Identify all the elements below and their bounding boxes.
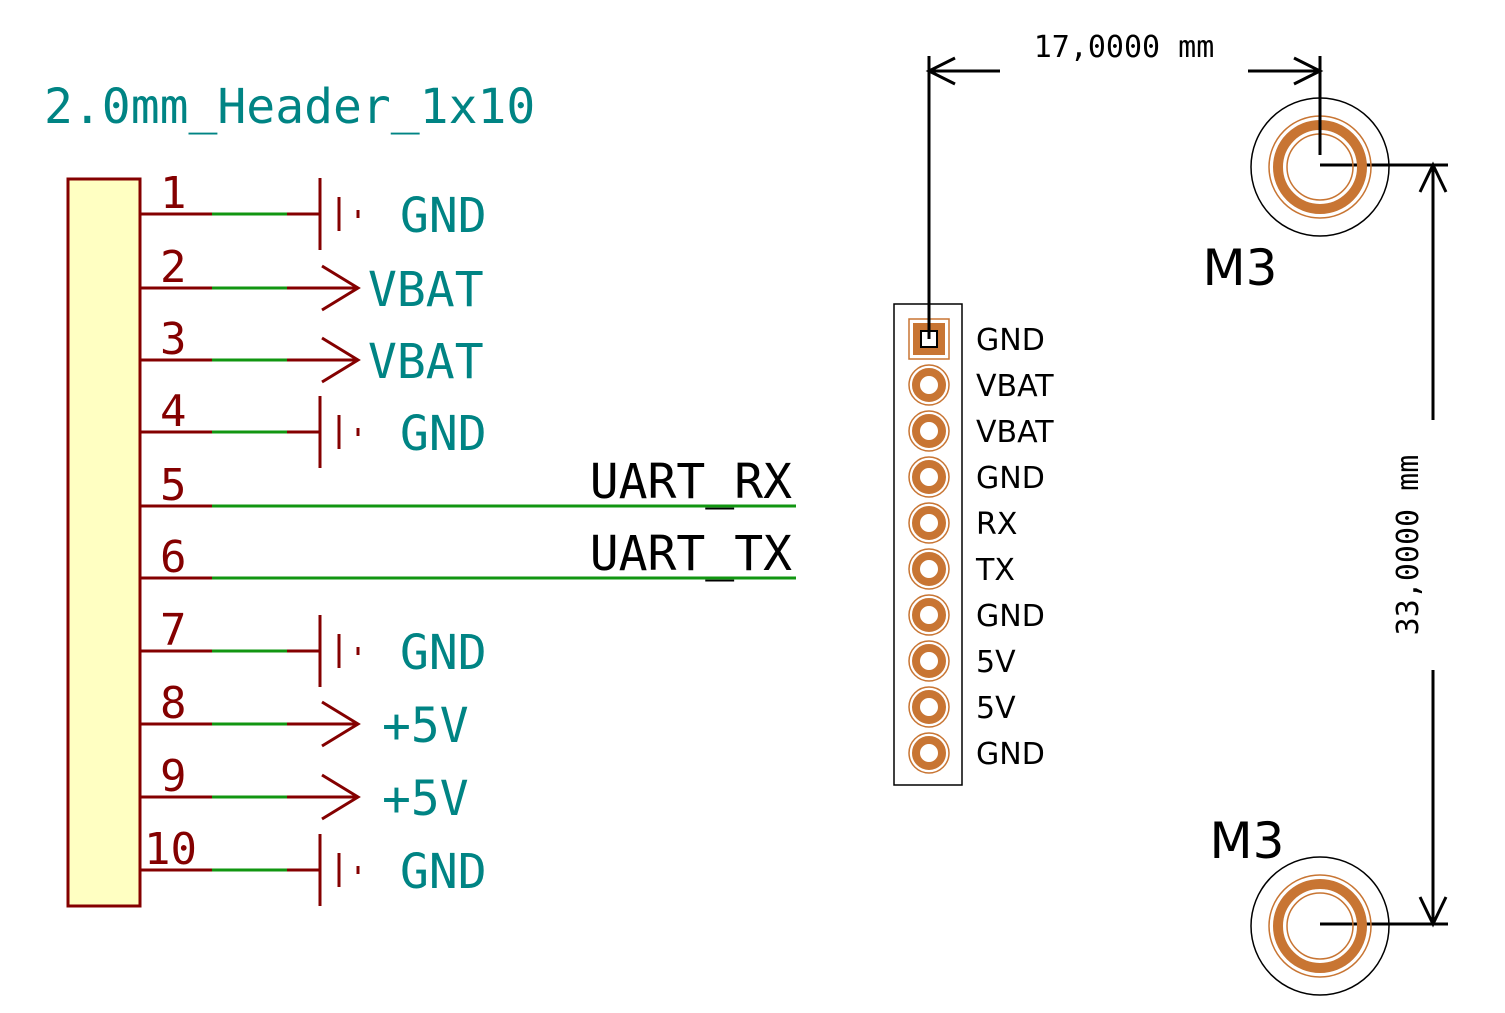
pin-8[interactable]: 8 +5V [140, 678, 469, 754]
pad-outline [908, 456, 950, 498]
power-net-label: VBAT [368, 262, 484, 318]
vertical-dimension[interactable]: 33,0000 mm [1320, 161, 1448, 928]
power-net-label: +5V [382, 771, 469, 827]
pin-number: 2 [160, 242, 187, 293]
mounting-hole-label: M3 [1210, 812, 1285, 870]
pin-number: 9 [160, 751, 187, 802]
mounting-hole[interactable]: M3 [1210, 812, 1390, 996]
footprint-pad[interactable]: VBAT [908, 364, 1054, 406]
arrowhead-left-icon [925, 56, 956, 86]
mounting-hole[interactable]: M3 [1203, 97, 1390, 297]
horizontal-dimension-label: 17,0000 mm [1034, 30, 1215, 65]
power-net-label: VBAT [368, 334, 484, 390]
round-pad [912, 460, 946, 494]
net-label: GND [400, 188, 487, 244]
ground-symbol-icon [287, 178, 360, 250]
pin-9[interactable]: 9 +5V [140, 751, 469, 827]
net-label: GND [400, 625, 487, 681]
horizontal-dimension[interactable]: 17,0000 mm [925, 30, 1324, 339]
pin-number: 1 [160, 168, 187, 219]
round-pad [912, 644, 946, 678]
pin-number: 5 [160, 460, 187, 511]
pad-outline [908, 732, 950, 774]
round-pad [912, 414, 946, 448]
footprint-pad[interactable]: GND [908, 456, 1045, 498]
copper-ring-outer [1268, 874, 1372, 978]
ground-symbol-icon [287, 396, 360, 468]
pad-label: TX [975, 553, 1015, 588]
footprint-pad[interactable]: GND [908, 594, 1045, 636]
footprint-pad[interactable]: TX [908, 548, 1015, 590]
round-pad [912, 368, 946, 402]
footprint-pad[interactable]: GND [908, 732, 1045, 774]
pad-label: 5V [976, 691, 1016, 726]
pin-7[interactable]: 7 GND [140, 605, 487, 687]
pad-label: GND [976, 737, 1045, 772]
vertical-dimension-label: 33,0000 mm [1391, 455, 1426, 636]
power-arrow-icon [287, 773, 361, 821]
pad-outline [908, 548, 950, 590]
pad-outline [908, 594, 950, 636]
pin-3[interactable]: 3 VBAT [140, 314, 484, 390]
pad-label: GND [976, 323, 1045, 358]
footprint-pad[interactable]: RX [908, 502, 1017, 544]
net-label: UART_RX [590, 454, 792, 510]
pad-label: 5V [976, 645, 1016, 680]
pad-outline [908, 364, 950, 406]
pad-outline [908, 410, 950, 452]
pin-number: 4 [160, 386, 187, 437]
power-net-label: +5V [382, 698, 469, 754]
power-arrow-icon [287, 264, 361, 312]
ground-symbol-icon [287, 834, 360, 906]
pin-2[interactable]: 2 VBAT [140, 242, 484, 318]
footprint-outline [893, 303, 963, 786]
round-pad [912, 690, 946, 724]
pin-number: 10 [144, 824, 197, 875]
pin-4[interactable]: 4 GND [140, 386, 487, 468]
footprint-pad[interactable]: 5V [908, 686, 1016, 728]
net-label: GND [400, 406, 487, 462]
power-arrow-icon [287, 336, 361, 384]
round-pad [912, 598, 946, 632]
round-pad [912, 736, 946, 770]
ground-symbol-icon [287, 615, 360, 687]
pin-5[interactable]: 5 UART_RX [140, 454, 796, 511]
pin-10[interactable]: 10 GND [140, 824, 487, 906]
pin-number: 7 [160, 605, 187, 656]
arrowhead-up-icon [1418, 161, 1448, 193]
mounting-hole-label: M3 [1203, 239, 1278, 297]
pin-number: 6 [160, 532, 187, 583]
round-pad [912, 552, 946, 586]
pad-label: GND [976, 461, 1045, 496]
net-label: UART_TX [590, 526, 792, 582]
arrowhead-down-icon [1418, 896, 1448, 928]
pad-outline [908, 502, 950, 544]
footprint-pad-list: GND VBAT VBAT GND RX TX GND 5V 5V GND [908, 318, 1054, 774]
courtyard-circle [1250, 856, 1390, 996]
net-label: GND [400, 844, 487, 900]
pad-outline [908, 686, 950, 728]
copper-ring-inner [1286, 892, 1354, 960]
footprint-pad[interactable]: VBAT [908, 410, 1054, 452]
pad-label: VBAT [976, 369, 1054, 404]
pad-label: GND [976, 599, 1045, 634]
connector-body[interactable] [66, 177, 142, 908]
component-name: 2.0mm_Header_1x10 [44, 79, 535, 135]
footprint-pad[interactable]: 5V [908, 640, 1016, 682]
pad-label: RX [976, 507, 1017, 542]
pin-6[interactable]: 6 UART_TX [140, 526, 796, 583]
power-arrow-icon [287, 700, 361, 748]
arrowhead-right-icon [1293, 56, 1324, 86]
round-pad [912, 506, 946, 540]
pin-1[interactable]: 1 GND [140, 168, 487, 250]
pin-number: 8 [160, 678, 187, 729]
pin-number: 3 [160, 314, 187, 365]
copper-ring [1273, 879, 1367, 973]
pad-outline [908, 640, 950, 682]
pad-label: VBAT [976, 415, 1054, 450]
